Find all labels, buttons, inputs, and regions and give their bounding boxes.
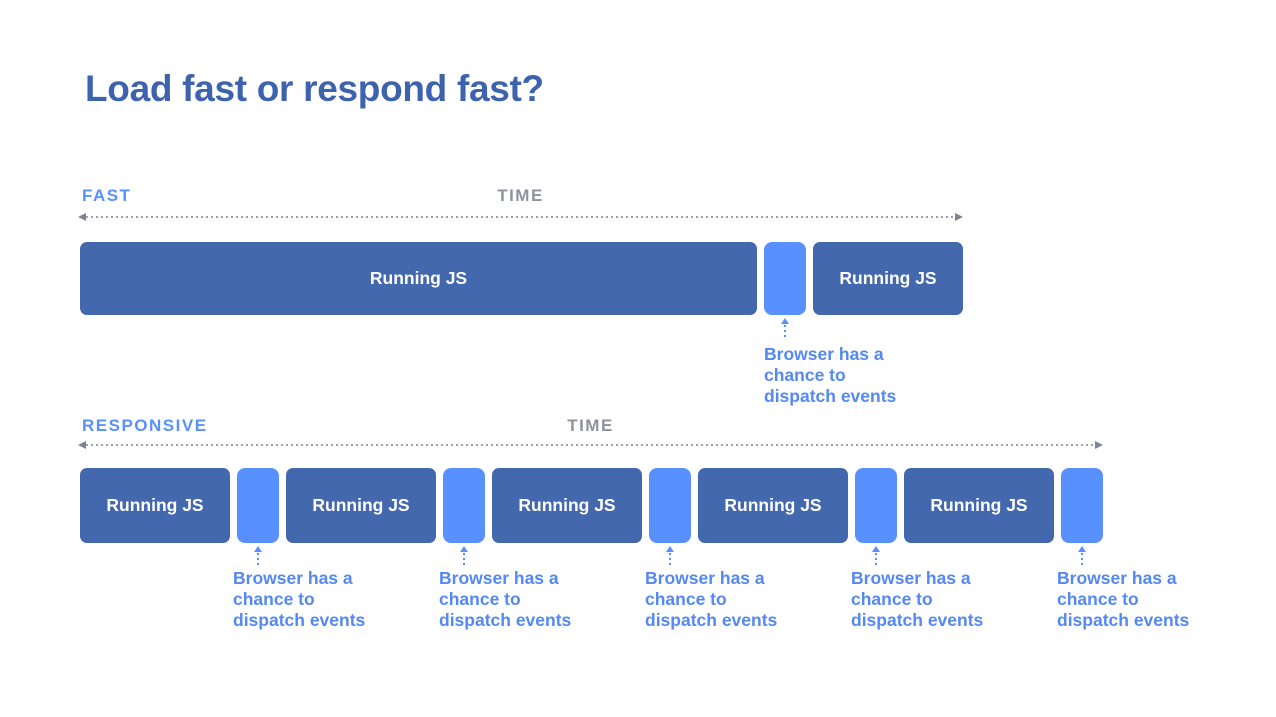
fast-time-label-wrap: TIME [78, 186, 963, 206]
right-arrowhead-icon [1095, 441, 1103, 449]
annotation: Browser has a chance to dispatch events [764, 344, 897, 406]
browser-gap-block [764, 242, 806, 315]
responsive-time-label-wrap: TIME [78, 416, 1103, 436]
running-js-block: Running JS [286, 468, 436, 543]
running-js-block: Running JS [492, 468, 642, 543]
browser-gap-block [855, 468, 897, 543]
fast-time-label: TIME [497, 186, 544, 205]
annotation: Browser has a chance to dispatch events [645, 568, 778, 630]
fast-timeline [78, 212, 963, 222]
running-js-block: Running JS [80, 242, 757, 315]
annotation: Browser has a chance to dispatch events [233, 568, 366, 630]
browser-gap-block [237, 468, 279, 543]
up-arrow-icon [1077, 546, 1087, 568]
up-arrow-icon [253, 546, 263, 568]
annotation: Browser has a chance to dispatch events [439, 568, 572, 630]
running-js-block: Running JS [813, 242, 963, 315]
responsive-section-label: RESPONSIVE [82, 416, 208, 435]
responsive-blocks-row: Running JS Running JS Running JS Running… [0, 468, 1276, 543]
browser-gap-block [1061, 468, 1103, 543]
right-arrowhead-icon [955, 213, 963, 221]
dotted-timeline [86, 216, 955, 218]
left-arrowhead-icon [78, 213, 86, 221]
annotation: Browser has a chance to dispatch events [851, 568, 984, 630]
fast-section-label: FAST [82, 186, 132, 205]
up-arrow-icon [459, 546, 469, 568]
browser-gap-block [443, 468, 485, 543]
responsive-time-label: TIME [567, 416, 614, 435]
running-js-block: Running JS [904, 468, 1054, 543]
running-js-block: Running JS [80, 468, 230, 543]
up-arrow-icon [871, 546, 881, 568]
page-title: Load fast or respond fast? [85, 68, 544, 109]
browser-gap-block [649, 468, 691, 543]
fast-blocks-row: Running JS Running JS [0, 242, 1276, 315]
left-arrowhead-icon [78, 441, 86, 449]
annotation: Browser has a chance to dispatch events [1057, 568, 1190, 630]
running-js-block: Running JS [698, 468, 848, 543]
responsive-timeline [78, 440, 1103, 450]
up-arrow-icon [665, 546, 675, 568]
up-arrow-icon [780, 318, 790, 340]
dotted-timeline [86, 444, 1095, 446]
